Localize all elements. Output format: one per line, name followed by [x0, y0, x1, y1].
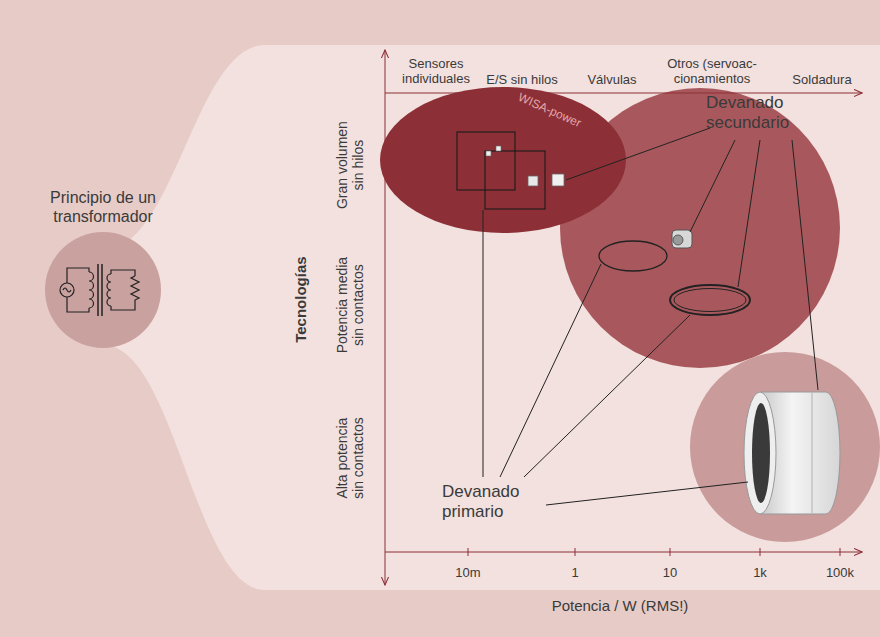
primary-frame	[457, 132, 515, 190]
region-ellipse	[380, 87, 626, 233]
category-label: E/S sin hilos	[486, 73, 558, 88]
axis-title: Tecnologías	[291, 257, 308, 343]
part-name: Devanado secundario	[706, 93, 806, 132]
tick-label: 10	[663, 566, 677, 581]
ring-outer	[670, 285, 750, 315]
cylinder-bore	[752, 403, 770, 503]
category-label: Sensores individuales	[395, 57, 477, 87]
sensor-cube	[496, 146, 501, 151]
tick-label: 1	[571, 566, 578, 581]
cylinder-face	[744, 392, 776, 514]
cylinder-body	[760, 392, 840, 514]
technology-label: Potencia media sin contactos	[334, 255, 366, 355]
sensor-cube	[528, 176, 538, 186]
vertical-axis	[385, 50, 386, 585]
ring-inner	[674, 289, 746, 312]
node-heading: Principio de un transformador	[30, 188, 176, 226]
category-label: Soldadura	[792, 73, 851, 88]
part-name: Devanado primario	[442, 482, 542, 521]
technology-label: Alta potencia sin contactos	[334, 408, 366, 508]
technology-label: Gran volumen sin hilos	[334, 115, 366, 215]
leader-lines	[483, 128, 818, 505]
high-power-region	[690, 352, 880, 542]
funnel-ground	[103, 45, 880, 590]
tick-label: 100k	[826, 566, 854, 581]
axis-title: Potencia / W (RMS!)	[552, 597, 689, 614]
category-label: Válvulas	[587, 73, 636, 88]
secondary-device	[672, 230, 692, 248]
secondary-device-face	[673, 235, 683, 245]
category-label: Otros (servoac- cionamientos	[662, 57, 762, 87]
primary-loop	[599, 241, 667, 271]
axis-ticks	[468, 548, 840, 556]
tick-label: 10m	[455, 566, 480, 581]
sensor-cube	[486, 151, 491, 156]
transformer-symbol	[43, 230, 163, 350]
wisa-ellipse: WISA-power	[380, 87, 626, 233]
bottom-axis	[385, 552, 862, 553]
ellipse-shape	[380, 87, 626, 233]
primary-frame	[485, 151, 545, 209]
tick-label: 1k	[753, 566, 767, 581]
principle-circle: Principio de un transformador	[30, 188, 176, 350]
sensor-cube	[552, 174, 564, 186]
cylinder-seam	[811, 392, 812, 514]
